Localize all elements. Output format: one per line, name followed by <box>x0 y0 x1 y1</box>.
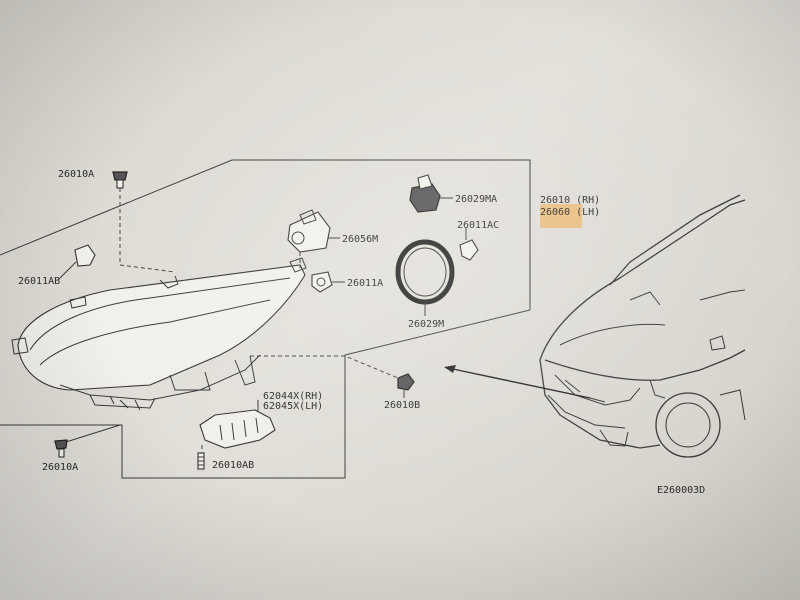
label-26056M: 26056M <box>342 234 378 245</box>
label-62045X-lh: 62045X(LH) <box>263 401 323 412</box>
screw-26010A-bottom <box>54 439 68 458</box>
bolt-26010B <box>397 373 415 391</box>
clip-26011AB <box>74 244 96 267</box>
bulb-26011A <box>311 271 333 293</box>
leader-line <box>65 424 121 443</box>
socket-26029MA <box>409 174 441 213</box>
arrow-head-icon <box>444 365 456 373</box>
label-26029MA: 26029MA <box>455 194 497 205</box>
screw-26010A-top <box>112 171 128 189</box>
highlighter-mark <box>540 204 582 228</box>
bracket-part <box>199 409 276 449</box>
diagram-frame <box>0 159 531 479</box>
label-26010A-bottom: 26010A <box>42 462 78 473</box>
screw-26010AB <box>197 452 205 470</box>
leader-line <box>119 188 176 273</box>
headlamp-assembly <box>11 257 307 411</box>
label-62044X-rh: 62044X(RH) <box>263 391 323 402</box>
label-26060-lh: 26060 (LH) <box>540 207 600 218</box>
pointer-arrow-line <box>447 367 591 399</box>
vehicle-outline <box>539 194 746 458</box>
label-26011AC: 26011AC <box>457 220 499 231</box>
actuator-26056M <box>287 209 331 253</box>
seal-ring-26029M <box>395 239 455 305</box>
figure-code: E260003D <box>657 485 705 496</box>
label-26010B: 26010B <box>384 400 420 411</box>
leader-line <box>57 261 77 281</box>
label-26029M: 26029M <box>408 319 444 330</box>
label-26010AB: 26010AB <box>212 460 254 471</box>
label-26011A: 26011A <box>347 278 383 289</box>
leader-line <box>250 355 399 379</box>
bulb-26011AC <box>459 232 479 261</box>
label-26010A-top: 26010A <box>58 169 94 180</box>
label-26010-rh: 26010 (RH) <box>540 195 600 206</box>
label-26011AB: 26011AB <box>18 276 60 287</box>
